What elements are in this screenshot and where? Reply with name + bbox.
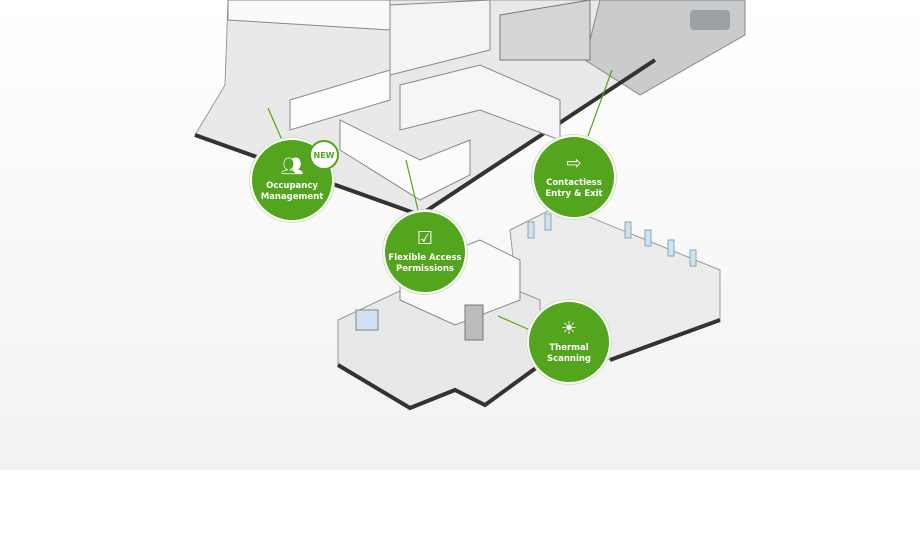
window [644, 229, 652, 247]
lower-right-edge [609, 318, 721, 362]
hotspot-thermal-scanning[interactable]: ☀ Thermal Scanning [527, 300, 611, 384]
hotspot-label: Permissions [396, 264, 454, 274]
wall-screen [355, 309, 379, 331]
wall [289, 69, 391, 131]
hotspot-contactless-entry[interactable]: ⇨ Contactless Entry & Exit [532, 135, 616, 219]
hotspot-label: Scanning [546, 354, 592, 364]
hotspot-label: Occupancy [266, 181, 318, 191]
window [689, 249, 697, 267]
connector-line [587, 69, 613, 137]
hotspot-flexible-access[interactable]: ☑ Flexible Access Permissions [383, 210, 467, 294]
checkbox-icon: ☑ [416, 228, 434, 249]
lower-left-edge [336, 363, 542, 411]
window [527, 221, 535, 239]
exit-arrow-icon: ⇨ [566, 153, 582, 174]
window [624, 221, 632, 239]
hotspot-label: Contactless [546, 178, 602, 188]
hotspot-label: Entry & Exit [545, 189, 603, 199]
hotspot-label: Flexible Access [388, 253, 462, 263]
entrance-building [499, 0, 591, 61]
people-icon: 👥︎ [280, 156, 304, 177]
hotspot-label: Management [260, 192, 324, 202]
car [690, 10, 730, 30]
window [667, 239, 675, 257]
connector-line [405, 159, 419, 211]
wall [339, 119, 471, 201]
new-badge: NEW [309, 140, 339, 170]
window [544, 213, 552, 231]
connector-line [497, 315, 531, 331]
connector-line [267, 107, 283, 141]
sun-icon: ☀ [560, 318, 578, 339]
hotspot-label: Thermal [549, 343, 589, 353]
elevator [464, 304, 484, 341]
wall [389, 0, 491, 76]
